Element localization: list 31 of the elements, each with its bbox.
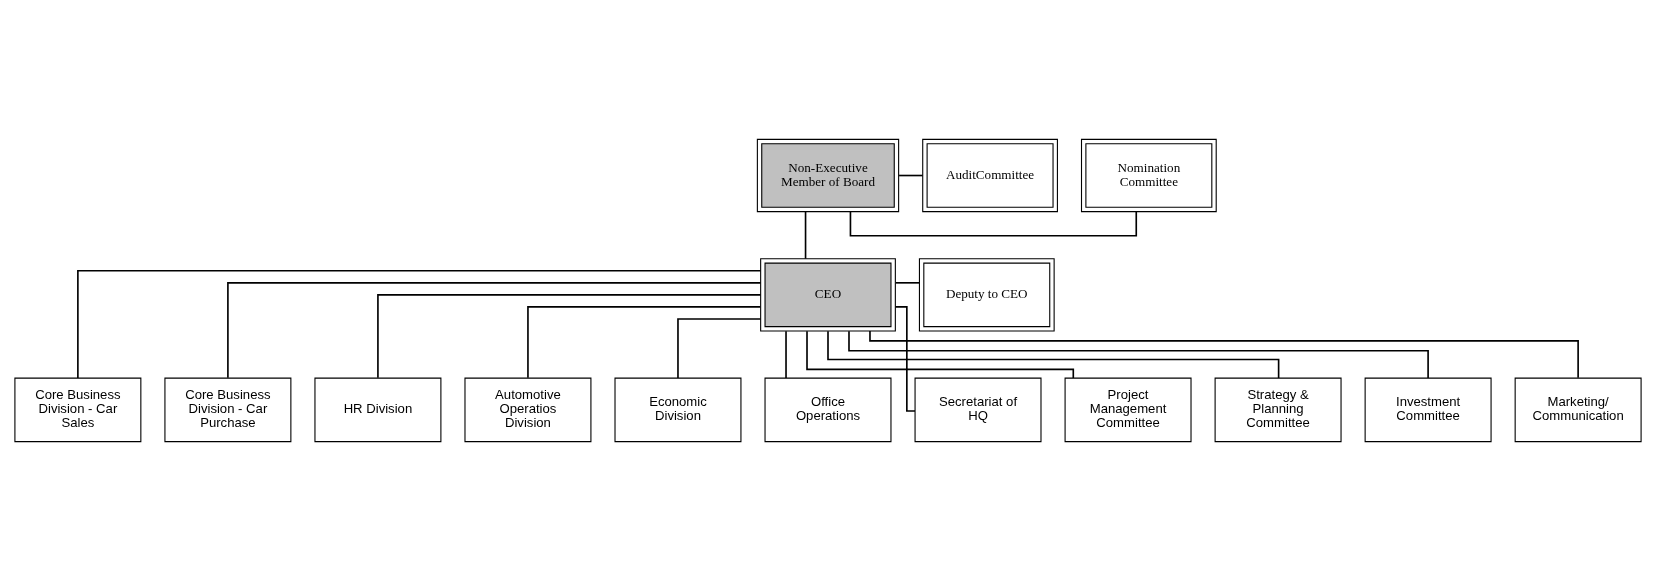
- node-box: Investment Committee: [1364, 377, 1492, 443]
- connector: [377, 294, 762, 379]
- connector: [827, 330, 1280, 379]
- connector: [527, 306, 762, 379]
- node-box: Core Business Division - Car Purchase: [164, 377, 292, 443]
- connector: [677, 318, 762, 379]
- connector: [898, 174, 924, 177]
- node-box: Non-Executive Member of Board: [756, 138, 900, 213]
- connector: [227, 282, 762, 379]
- connector: [894, 282, 921, 284]
- node-box: Deputy to CEO: [918, 258, 1055, 332]
- node-box: Automotive Operatios Division: [464, 377, 592, 443]
- node-box: Economic Division: [614, 377, 742, 443]
- node-box: Office Operations: [764, 377, 892, 443]
- connector: [849, 211, 1138, 237]
- connector: [804, 211, 807, 260]
- connector: [869, 330, 1579, 379]
- node-box: AuditCommittee: [922, 138, 1058, 213]
- node-box: Strategy & Planning Committee: [1214, 377, 1342, 443]
- node-box: Secretariat of HQ: [914, 377, 1042, 443]
- node-box: Core Business Division - Car Sales: [14, 377, 142, 443]
- node-box: Marketing/ Communication: [1514, 377, 1642, 443]
- connector: [848, 330, 1429, 379]
- connector: [785, 330, 787, 379]
- connector: [806, 330, 1075, 379]
- connector: [894, 306, 916, 412]
- node-box: CEO: [760, 258, 896, 332]
- connector: [77, 269, 762, 379]
- node-box: Nomination Committee: [1080, 138, 1217, 213]
- node-box: Project Management Committee: [1064, 377, 1192, 443]
- node-box: HR Division: [314, 377, 442, 443]
